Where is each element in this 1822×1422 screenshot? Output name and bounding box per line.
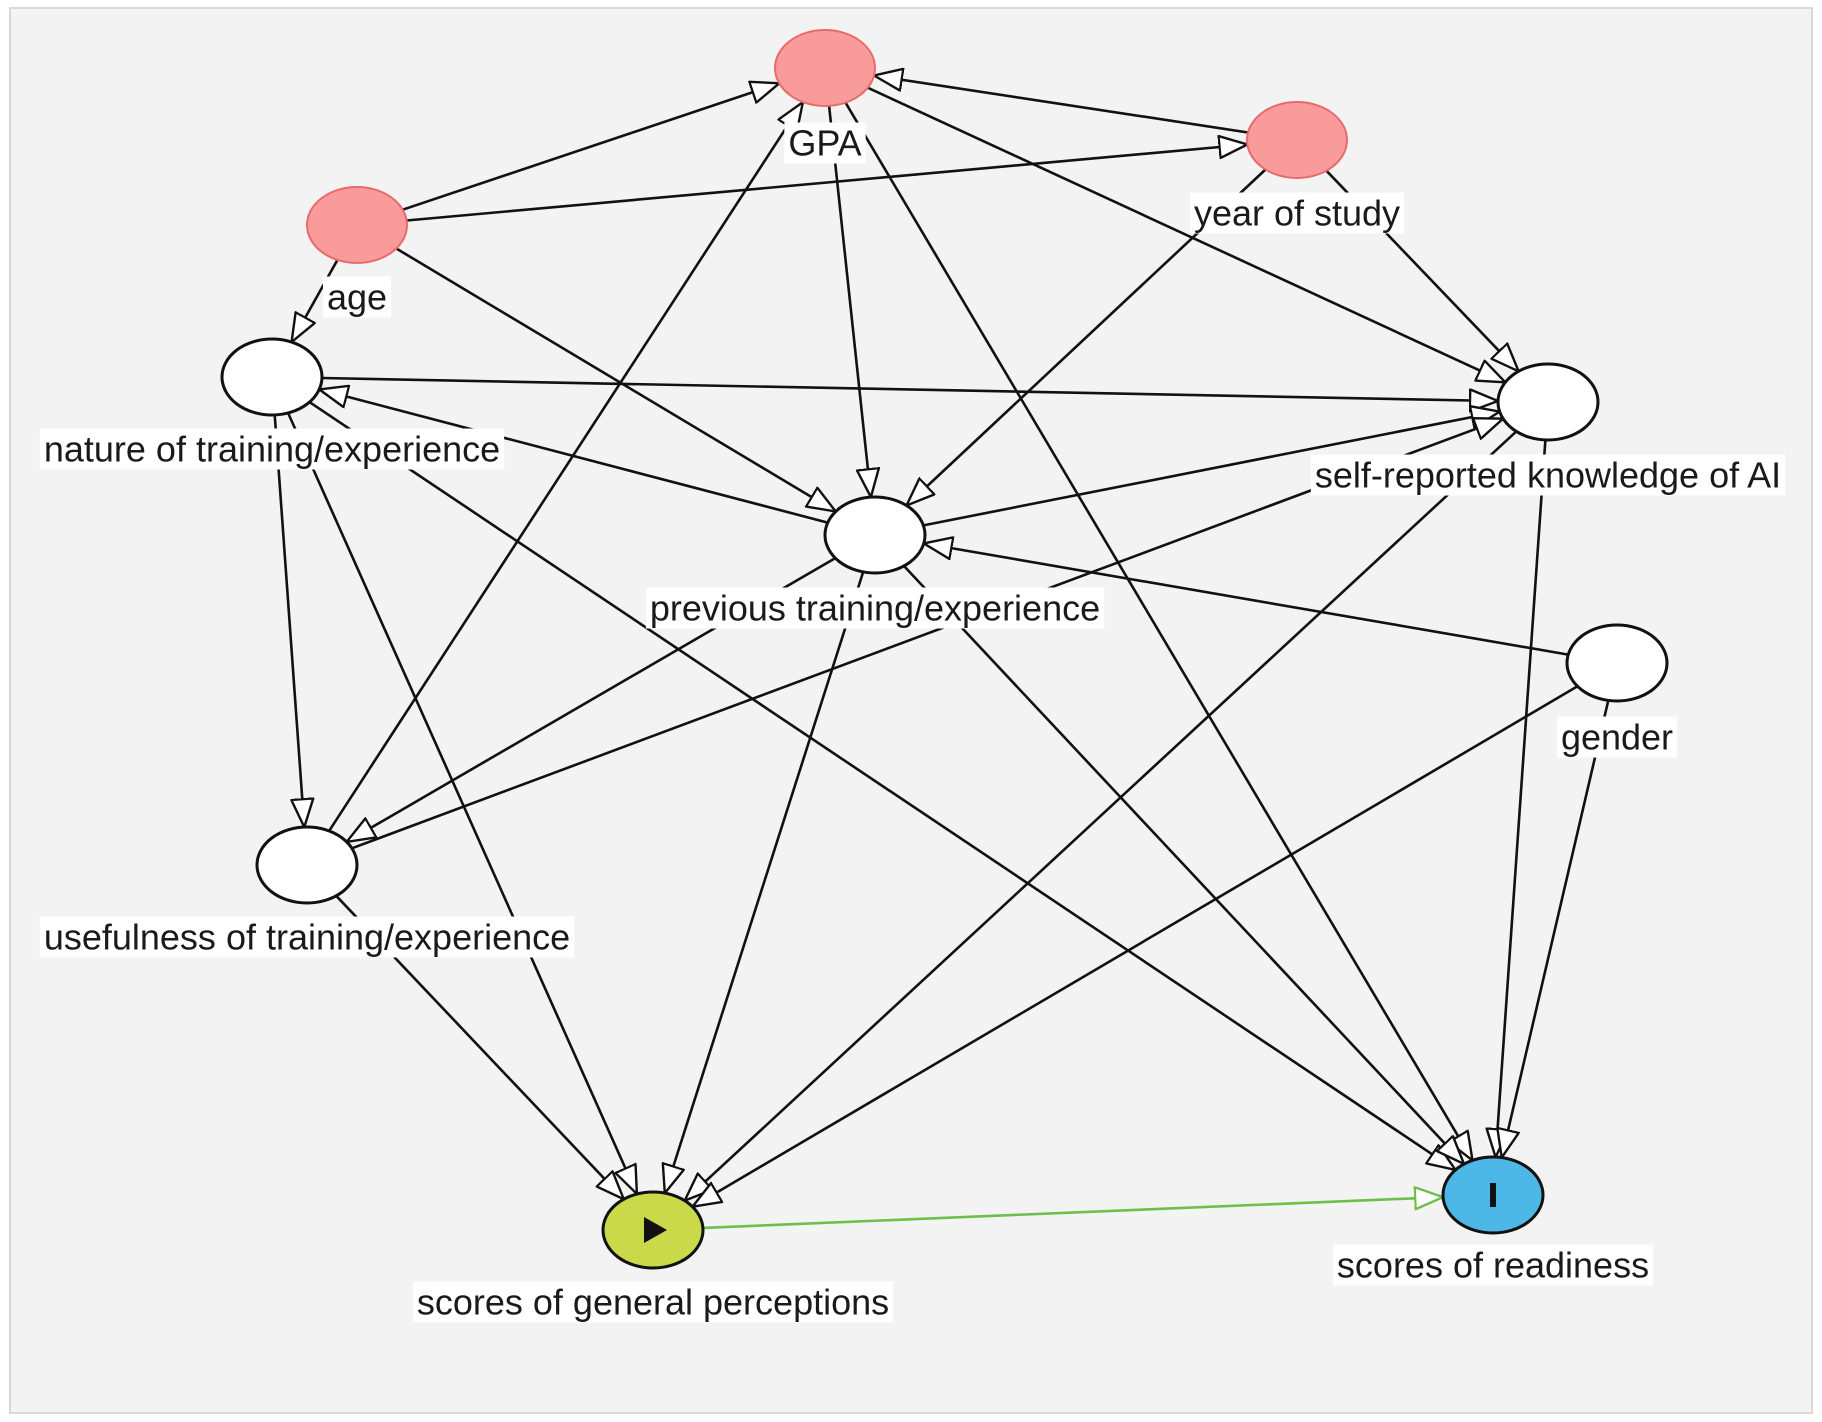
edge-age-to-gpa: [402, 83, 780, 211]
node-perceptions[interactable]: [601, 1190, 705, 1270]
node-usefulness-ellipse[interactable]: [255, 825, 359, 905]
node-gpa[interactable]: [774, 29, 876, 107]
label-year: year of study: [1189, 192, 1405, 234]
label-usefulness-background: [39, 916, 575, 958]
label-gender-background: [1556, 716, 1678, 758]
bar-icon: [1490, 1183, 1496, 1207]
edge-knowledge-to-perceptions: [685, 430, 1518, 1200]
edge-age-to-nature: [292, 259, 339, 342]
label-previous-background: [645, 587, 1105, 629]
edge-gender-to-readiness: [1502, 700, 1610, 1157]
label-previous-text: previous training/experience: [650, 588, 1100, 629]
edge-gpa-to-knowledge: [867, 86, 1506, 383]
edge-age-to-year: [406, 145, 1248, 222]
label-gpa-text: GPA: [788, 123, 861, 164]
node-gender-ellipse[interactable]: [1565, 623, 1669, 703]
edge-knowledge-to-readiness: [1496, 439, 1547, 1157]
label-gpa-background: [784, 122, 866, 164]
labels-layer: GPA year of study age nature of training/ex…: [39, 122, 1786, 1323]
label-nature-background: [39, 428, 505, 470]
label-age-text: age: [327, 277, 387, 318]
node-readiness[interactable]: [1441, 1155, 1545, 1235]
edge-gender-to-previous: [924, 543, 1569, 656]
play-icon: [644, 1217, 667, 1243]
label-readiness-background: [1332, 1244, 1654, 1286]
node-age-ellipse[interactable]: [306, 186, 408, 264]
label-knowledge: self-reported knowledge of AI: [1310, 454, 1786, 496]
label-gender: gender: [1556, 716, 1678, 758]
node-usefulness[interactable]: [255, 825, 359, 905]
edge-nature-to-perceptions: [286, 412, 637, 1194]
label-perceptions-background: [412, 1281, 894, 1323]
label-gpa: GPA: [784, 122, 866, 164]
label-readiness-text: scores of readiness: [1337, 1245, 1649, 1286]
node-knowledge-ellipse[interactable]: [1496, 362, 1600, 442]
edge-nature-to-knowledge: [321, 376, 1498, 401]
label-usefulness-text: usefulness of training/experience: [44, 917, 570, 958]
node-nature[interactable]: [220, 337, 324, 417]
label-nature-text: nature of training/experience: [44, 429, 500, 470]
node-knowledge[interactable]: [1496, 362, 1600, 442]
edge-gpa-to-readiness: [844, 101, 1473, 1161]
label-nature: nature of training/experience: [39, 428, 505, 470]
edge-gender-to-perceptions: [693, 685, 1579, 1206]
node-nature-ellipse[interactable]: [220, 337, 324, 417]
edge-perceptions-to-readiness: [702, 1197, 1443, 1230]
edge-gpa-to-previous: [827, 105, 871, 497]
edge-usefulness-to-gpa: [328, 102, 803, 832]
label-year-text: year of study: [1194, 193, 1400, 234]
label-year-background: [1189, 192, 1405, 234]
label-knowledge-text: self-reported knowledge of AI: [1315, 455, 1781, 496]
node-year-ellipse[interactable]: [1246, 101, 1348, 179]
edge-previous-to-knowledge: [923, 412, 1499, 527]
node-year[interactable]: [1246, 101, 1348, 179]
label-age: age: [322, 276, 392, 318]
nodes-layer: [220, 29, 1669, 1270]
edge-year-to-gpa: [874, 76, 1249, 134]
label-age-background: [322, 276, 392, 318]
edge-nature-to-usefulness: [273, 414, 305, 827]
label-perceptions: scores of general perceptions: [412, 1281, 894, 1323]
node-gender[interactable]: [1565, 623, 1669, 703]
label-readiness: scores of readiness: [1332, 1244, 1654, 1286]
node-gpa-ellipse[interactable]: [774, 29, 876, 107]
edge-previous-to-perceptions: [665, 571, 865, 1193]
label-usefulness: usefulness of training/experience: [39, 916, 575, 958]
edge-previous-to-readiness: [903, 565, 1464, 1164]
label-perceptions-text: scores of general perceptions: [417, 1282, 889, 1323]
label-knowledge-background: [1310, 454, 1786, 496]
edge-nature-to-readiness: [308, 401, 1456, 1170]
edge-age-to-previous: [395, 247, 835, 512]
node-previous[interactable]: [823, 495, 927, 575]
label-gender-text: gender: [1561, 717, 1673, 758]
node-previous-ellipse[interactable]: [823, 495, 927, 575]
label-previous: previous training/experience: [645, 587, 1105, 629]
node-age[interactable]: [306, 186, 408, 264]
